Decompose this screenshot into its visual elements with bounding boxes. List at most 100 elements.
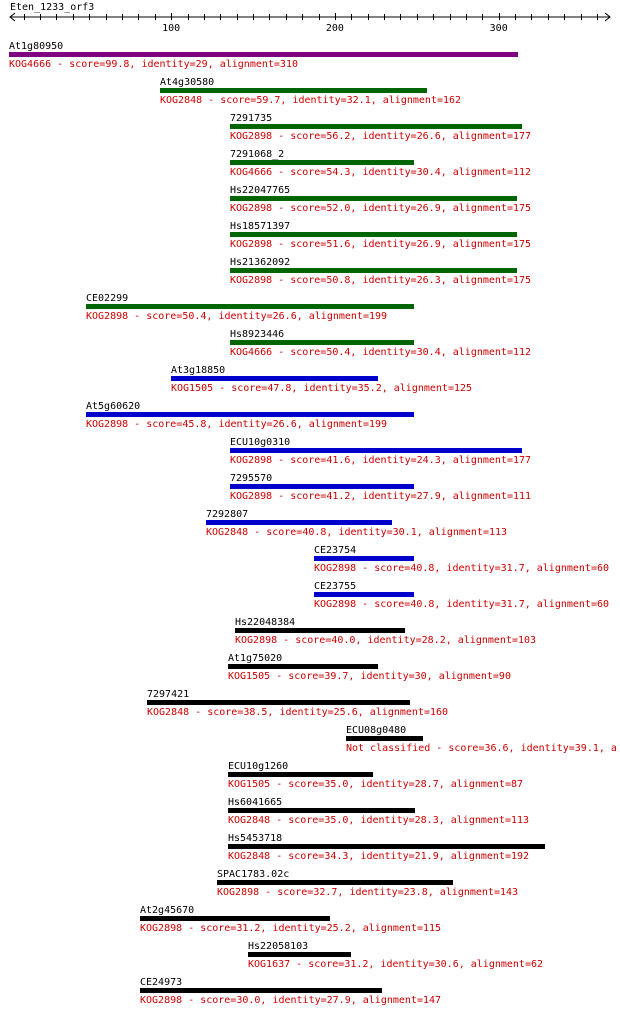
hit-name[interactable]: Hs8923446 — [230, 329, 284, 340]
hit-description: KOG2898 - score=52.0, identity=26.9, ali… — [230, 203, 531, 214]
hit-bar[interactable] — [86, 412, 414, 417]
hit-name[interactable]: ECU10g1260 — [228, 761, 288, 772]
hit-name[interactable]: CE24973 — [140, 977, 182, 988]
hit-name[interactable]: ECU08g0480 — [346, 725, 406, 736]
hit-name[interactable]: At3g18850 — [171, 365, 225, 376]
hit-bar[interactable] — [147, 700, 410, 705]
hit-bar[interactable] — [217, 880, 453, 885]
hit-description: KOG2848 - score=38.5, identity=25.6, ali… — [147, 707, 448, 718]
hit-bar[interactable] — [230, 448, 522, 453]
hit-description: KOG2848 - score=59.7, identity=32.1, ali… — [160, 95, 461, 106]
hit-bar[interactable] — [206, 520, 392, 525]
hit-name[interactable]: Hs18571397 — [230, 221, 290, 232]
hit-name[interactable]: 7291735 — [230, 113, 272, 124]
hit-name[interactable]: ECU10g0310 — [230, 437, 290, 448]
hit-description: KOG2898 - score=45.8, identity=26.6, ali… — [86, 419, 387, 430]
hit-name[interactable]: Hs22058103 — [248, 941, 308, 952]
hit-description: KOG2898 - score=40.8, identity=31.7, ali… — [314, 563, 609, 574]
hit-description: KOG1637 - score=31.2, identity=30.6, ali… — [248, 959, 543, 970]
hit-description: KOG4666 - score=54.3, identity=30.4, ali… — [230, 167, 531, 178]
hit-name[interactable]: 7291068_2 — [230, 149, 284, 160]
hit-bar[interactable] — [140, 988, 382, 993]
hit-description: Not classified - score=36.6, identity=39… — [346, 743, 617, 754]
hit-bar[interactable] — [230, 160, 414, 165]
hit-description: KOG2898 - score=31.2, identity=25.2, ali… — [140, 923, 441, 934]
hit-name[interactable]: 7295570 — [230, 473, 272, 484]
hit-bar[interactable] — [230, 340, 414, 345]
hit-description: KOG2898 - score=56.2, identity=26.6, ali… — [230, 131, 531, 142]
hit-description: KOG2848 - score=40.8, identity=30.1, ali… — [206, 527, 507, 538]
hit-description: KOG2898 - score=50.4, identity=26.6, ali… — [86, 311, 387, 322]
hit-bar[interactable] — [9, 52, 518, 57]
hit-name[interactable]: CE23754 — [314, 545, 356, 556]
hit-name[interactable]: At1g80950 — [9, 41, 63, 52]
hit-bar[interactable] — [230, 232, 517, 237]
hit-bar[interactable] — [230, 268, 517, 273]
hit-bar[interactable] — [314, 556, 414, 561]
hit-name[interactable]: 7292807 — [206, 509, 248, 520]
hit-name[interactable]: Hs22047765 — [230, 185, 290, 196]
hit-bar[interactable] — [86, 304, 414, 309]
hit-description: KOG4666 - score=99.8, identity=29, align… — [9, 59, 298, 70]
hit-bar[interactable] — [230, 484, 414, 489]
hit-description: KOG2898 - score=40.0, identity=28.2, ali… — [235, 635, 536, 646]
hit-name[interactable]: 7297421 — [147, 689, 189, 700]
hit-description: KOG1505 - score=47.8, identity=35.2, ali… — [171, 383, 472, 394]
hit-bar[interactable] — [171, 376, 378, 381]
hit-name[interactable]: Hs21362092 — [230, 257, 290, 268]
hit-bar[interactable] — [230, 124, 522, 129]
hit-name[interactable]: At5g60620 — [86, 401, 140, 412]
hit-description: KOG4666 - score=50.4, identity=30.4, ali… — [230, 347, 531, 358]
hit-bar[interactable] — [346, 736, 423, 741]
axis-tick-label: 200 — [326, 23, 344, 34]
hit-bar[interactable] — [160, 88, 427, 93]
hit-bar[interactable] — [248, 952, 351, 957]
query-name: Eten_1233_orf3 — [10, 2, 94, 13]
hit-name[interactable]: At2g45670 — [140, 905, 194, 916]
hit-bar[interactable] — [140, 916, 330, 921]
axis-arrow-right — [604, 12, 611, 22]
hit-name[interactable]: Hs5453718 — [228, 833, 282, 844]
hit-description: KOG1505 - score=35.0, identity=28.7, ali… — [228, 779, 523, 790]
hit-bar[interactable] — [228, 664, 378, 669]
hit-bar[interactable] — [228, 772, 373, 777]
hit-name[interactable]: SPAC1783.02c — [217, 869, 289, 880]
hit-bar[interactable] — [228, 844, 545, 849]
hit-name[interactable]: CE02299 — [86, 293, 128, 304]
hit-name[interactable]: At4g30580 — [160, 77, 214, 88]
hit-bar[interactable] — [228, 808, 415, 813]
hit-description: KOG2898 - score=40.8, identity=31.7, ali… — [314, 599, 609, 610]
hit-name[interactable]: Hs6041665 — [228, 797, 282, 808]
hit-name[interactable]: At1g75020 — [228, 653, 282, 664]
hit-bar[interactable] — [230, 196, 517, 201]
hit-name[interactable]: CE23755 — [314, 581, 356, 592]
hit-description: KOG2898 - score=51.6, identity=26.9, ali… — [230, 239, 531, 250]
hit-bar[interactable] — [314, 592, 414, 597]
hit-name[interactable]: Hs22048384 — [235, 617, 295, 628]
hit-bar[interactable] — [235, 628, 405, 633]
